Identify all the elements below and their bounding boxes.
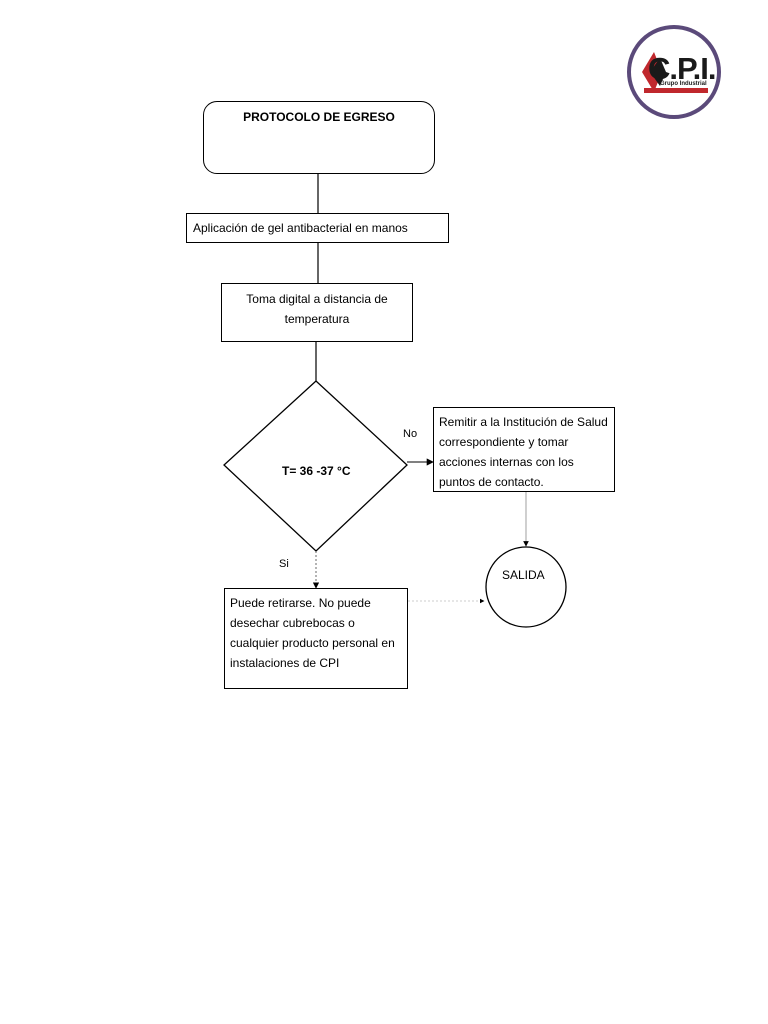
end-circle [485,546,567,628]
end-label: SALIDA [502,568,545,582]
cpi-logo: C.P.I. Grupo Industrial [626,22,722,122]
start-label: PROTOCOLO DE EGRESO [243,110,395,124]
action-no-label: Remitir a la Institución de Salud corres… [439,415,608,489]
cpi-logo-mark [627,25,721,119]
action-si-label: Puede retirarse. No puede desechar cubre… [230,596,395,670]
start-node: PROTOCOLO DE EGRESO [203,101,435,174]
cpi-logo-subtext: Grupo Industrial [660,81,707,87]
action-si: Puede retirarse. No puede desechar cubre… [224,588,408,689]
step-temperature-label: Toma digital a distancia de temperatura [246,292,388,326]
cpi-logo-text: C.P.I. [648,51,717,86]
step-gel: Aplicación de gel antibacterial en manos [186,213,449,243]
branch-si-label: Si [279,558,289,570]
step-temperature: Toma digital a distancia de temperatura [221,283,413,342]
action-no: Remitir a la Institución de Salud corres… [433,407,615,492]
step-gel-label: Aplicación de gel antibacterial en manos [193,221,408,235]
decision-label: T= 36 -37 °C [282,464,351,478]
branch-no-label: No [403,428,418,440]
